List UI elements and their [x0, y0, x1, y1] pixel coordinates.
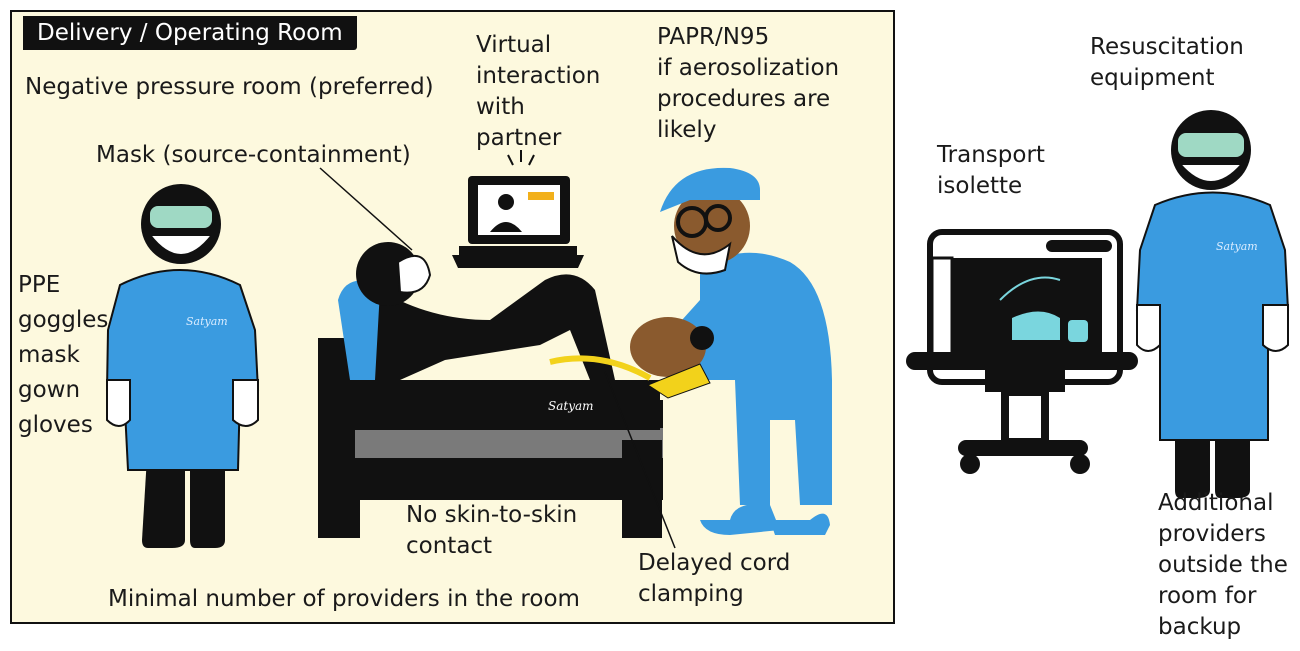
cord-pointer-line: [604, 371, 676, 549]
backup-provider-figure: Satyam: [1135, 110, 1290, 498]
umbilical-cord: [549, 355, 652, 381]
delivery-bed: Satyam: [318, 338, 663, 538]
transport-isolette: [906, 229, 1138, 474]
left-provider-figure: Satyam: [105, 184, 260, 548]
mask-pointer-line: [319, 167, 413, 251]
gown-signature-left: Satyam: [186, 315, 228, 328]
negative-pressure-label: Negative pressure room (preferred): [25, 74, 434, 100]
laptop-virtual-screen: [452, 150, 584, 268]
delivering-provider-figure: [630, 167, 832, 535]
minimal-providers-label: Minimal number of providers in the room: [108, 586, 580, 612]
room-title: Delivery / Operating Room: [23, 16, 357, 50]
bed-signature: Satyam: [548, 399, 594, 413]
mask-source-label: Mask (source-containment): [96, 142, 411, 168]
mother-figure: [338, 242, 615, 380]
gown-signature-right: Satyam: [1216, 240, 1258, 253]
